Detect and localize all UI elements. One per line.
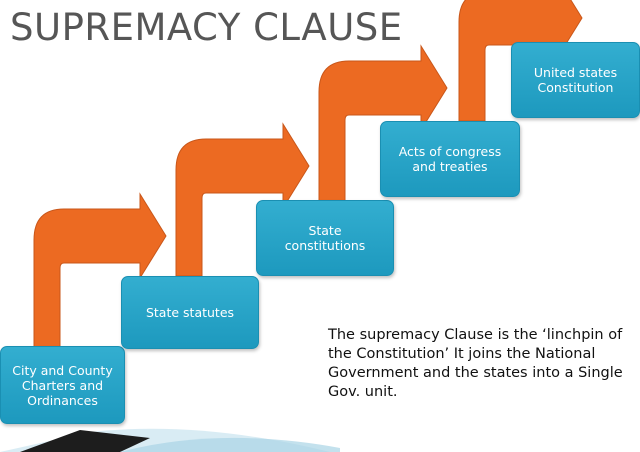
bottom-decoration xyxy=(0,428,340,452)
step-box-state-statutes: State statutes xyxy=(121,276,259,349)
step-label: United states Constitution xyxy=(533,65,618,95)
supremacy-clause-note: The supremacy Clause is the ‘linchpin of… xyxy=(328,327,623,400)
step-arrow-4 xyxy=(458,0,583,122)
slide-title: SUPREMACY CLAUSE xyxy=(10,6,403,49)
step-box-us-constitution: United states Constitution xyxy=(511,42,640,118)
step-label: State statutes xyxy=(145,305,235,320)
step-arrow-3 xyxy=(318,44,448,203)
step-box-acts-of-congress: Acts of congress and treaties xyxy=(380,121,520,197)
step-label: City and County Charters and Ordinances xyxy=(12,362,113,408)
step-arrow-2 xyxy=(175,122,310,277)
step-arrow-1 xyxy=(33,192,167,353)
step-label: State constitutions xyxy=(284,223,366,253)
step-label: Acts of congress and treaties xyxy=(398,144,502,174)
step-box-city-county: City and County Charters and Ordinances xyxy=(0,346,125,424)
step-box-state-constitutions: State constitutions xyxy=(256,200,394,276)
